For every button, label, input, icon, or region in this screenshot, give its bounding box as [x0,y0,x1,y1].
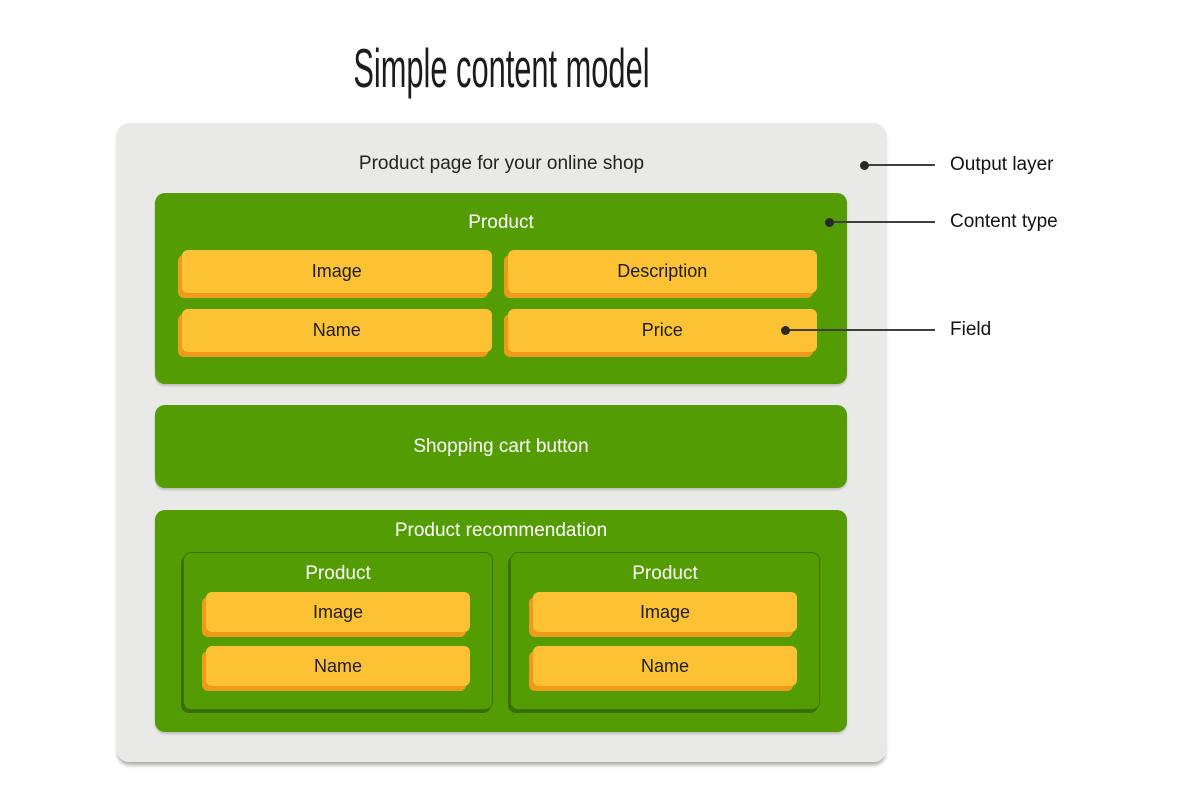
rec2-field-name: Name [533,646,797,686]
field-price: Price [507,309,817,352]
recommended-product-2-title: Product [632,563,698,584]
output-layer-container: Product page for your online shop Produc… [117,123,886,762]
rec1-field-name: Name [206,646,470,686]
recommended-product-1-title: Product [305,563,371,584]
annotation-content-type: Content type [825,211,1058,233]
annotation-label-content-type: Content type [950,211,1058,232]
product-fields-grid: Image Description Name Price [182,250,817,352]
annotation-output-layer: Output layer [860,154,1054,176]
callout-line [790,329,935,331]
recommended-product-box-1: Product Image Name [183,552,493,710]
callout-line [834,221,935,223]
shopping-cart-button-label: Shopping cart button [413,435,589,457]
rec2-field-image: Image [533,592,797,632]
field-image: Image [182,250,492,293]
product-recommendation-box: Product recommendation Product Image Nam… [155,510,847,732]
recommended-product-box-2: Product Image Name [510,552,820,710]
product-box-title: Product [468,212,534,233]
content-type-product-box: Product Image Description Name Price [155,193,847,384]
callout-dot [860,160,869,170]
shopping-cart-button-box: Shopping cart button [155,405,847,488]
output-layer-label: Product page for your online shop [358,153,645,174]
rec1-field-image: Image [206,592,470,632]
recommendation-grid: Product Image Name Product Image Name [183,552,820,710]
field-name: Name [182,309,492,352]
callout-dot [825,217,834,227]
annotation-field: Field [781,319,991,341]
callout-line [869,164,935,166]
recommendation-title: Product recommendation [394,520,608,541]
callout-dot [781,325,790,335]
annotation-label-output-layer: Output layer [950,154,1054,175]
annotation-label-field: Field [950,319,992,340]
page-title-text: Simple content model [353,37,650,99]
field-description: Description [507,250,817,293]
page-title: Simple content model [117,38,886,99]
